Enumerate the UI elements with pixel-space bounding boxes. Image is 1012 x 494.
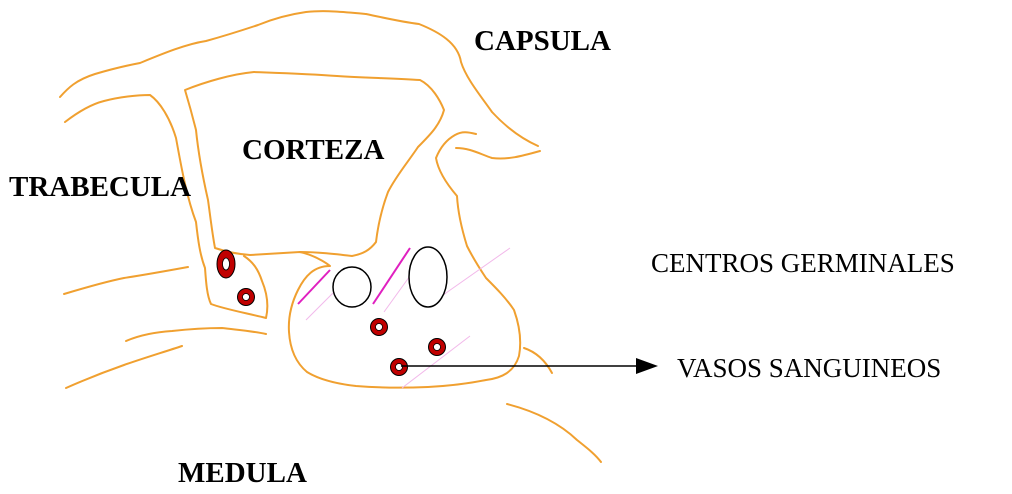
medulla-strand-3: [66, 346, 182, 388]
medulla-strand-1: [64, 267, 188, 294]
blood-vessel-icon: [243, 294, 250, 301]
capsule-outer-line: [60, 11, 538, 146]
blood-vessel-icon: [376, 324, 383, 331]
medulla-strand-4: [524, 348, 552, 373]
arrow-right-icon: [401, 358, 658, 374]
label-medula: MEDULA: [178, 457, 307, 489]
germinal-center-icon: [333, 267, 371, 307]
label-trabecula: TRABECULA: [9, 171, 191, 203]
germinal-center-icon: [409, 247, 447, 307]
medulla-strand-5: [507, 404, 601, 462]
blood-vessel-icon: [223, 258, 230, 270]
germinal-region-outline: [289, 132, 520, 387]
hatch-line: [373, 248, 410, 304]
capsule-right-fragment: [456, 148, 540, 159]
label-centros-germinales: CENTROS GERMINALES: [651, 248, 955, 278]
blood-vessel-icon: [396, 364, 403, 371]
blood-vessel-icon: [434, 344, 441, 351]
label-vasos-sanguineos: VASOS SANGUINEOS: [677, 353, 941, 383]
label-corteza: CORTEZA: [242, 134, 384, 166]
hatch-line: [298, 270, 330, 304]
medulla-strand-2: [126, 328, 266, 341]
label-capsula: CAPSULA: [474, 25, 611, 57]
